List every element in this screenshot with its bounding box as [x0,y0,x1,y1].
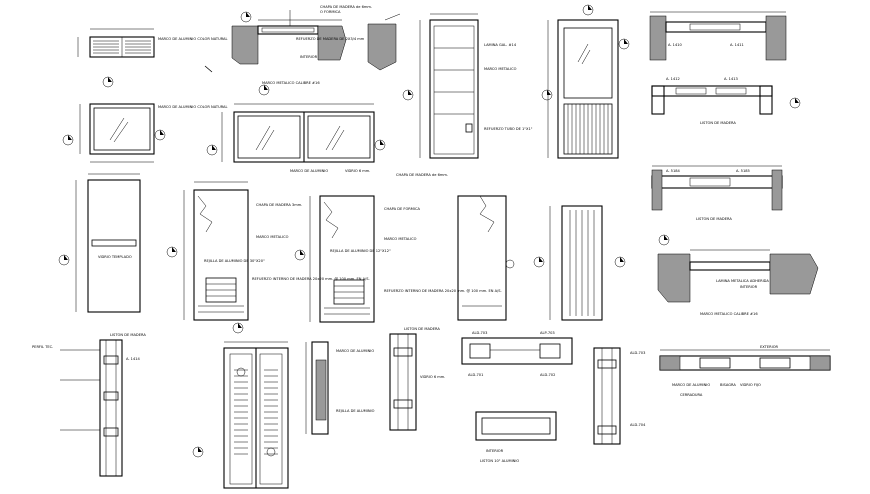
door-head-section-top: CHAPA DE MADERA de 6mm. O FORMICA REFUER… [204,5,372,85]
label-parte-fija: VIDRIO TEMPLADO [98,255,132,259]
louver-vent-elevation: MARCO DE ALUMINIO COLOR NATURAL [77,28,228,88]
vertical-section-left: PERFIL TEC. A. 1414 LISTON DE MADERA [32,333,146,477]
horizontal-section-center: ALD-703 ALP-703 ALD-701 ALD-702 INTERIOR… [461,331,573,463]
label-formica: O FORMICA [320,10,341,14]
code-a1413: A. 1413 [724,77,738,81]
label-perfil: PERFIL TEC. [32,345,53,349]
label-refuerzo: REFUERZO DE MADERA DE 2X3/4 mm [296,37,365,41]
label-chapa-madera: CHAPA DE MADERA de 6mm. [320,5,372,9]
label-chapa-madera-small: CHAPA DE MADERA de 6mm. [396,173,448,177]
door-with-grille-elevation: VIDRIO TEMPLADO [58,173,141,313]
label-refuerzo-int-2: REFUERZO INTERNO DE MADERA 20x20 mm. @ 1… [384,289,502,293]
code-a1411: A. 1411 [730,43,744,47]
code-a1414: A. 1414 [126,357,141,361]
label-vidrio-fijo: VIDRIO FIJO [740,383,761,387]
label-bisagra: BISAGRA [720,383,736,387]
jamb-section-detail-top-right: A. 1410 A. 1411 A. 1412 A. 1413 LISTON D… [649,11,801,125]
vertical-section-middle: LISTON DE MADERA VIDRIO 6 mm. [389,327,445,431]
label-listones-1: LISTON DE MADERA [700,121,736,125]
label-rejilla-3: REJILLA DE ALUMINIO [336,409,375,413]
label-listones-4: LISTON DE MADERA [404,327,440,331]
metal-door-elevation: LAMINA GAL. #14 MARCO METALICO REFUERZO … [402,13,533,159]
code-ald702: ALD-702 [540,373,555,377]
label-refuerzo-int-1: REFUERZO INTERNO DE MADERA 20x20 mm. @ 1… [252,277,370,281]
label-vidrio-6mm: VIDRIO 6 mm. [420,375,445,379]
door-plain-elevation: CHAPA DE MADERA de 6mm. [396,173,515,321]
label-vidrio: VIDRIO 6 mm. [345,169,370,173]
label-interior-2: INTERIOR [740,285,758,289]
label-marco-mid-2: MARCO METALICO [384,237,417,241]
jamb-section-small: MARCO DE ALUMINIO REJILLA DE ALUMINIO [305,341,375,435]
code-a1410: A. 1410 [668,43,683,47]
label-interior: INTERIOR [300,55,318,59]
horizontal-section-bottom-right: EXTERIOR MARCO DE ALUMINIO VIDRIO FIJO B… [659,345,831,397]
label-chapa-3mm: CHAPA DE MADERA 3mm. [256,203,302,207]
label-marco-calibre-2: MARCO METALICO CALIBRE #16 [700,312,758,316]
label-listones-3: LISTON DE MADERA [110,333,146,337]
label-marco-metalico: MARCO METALICO [484,67,517,71]
label-interior-3: INTERIOR [486,449,504,453]
single-window-elevation: MARCO DE ALUMINIO COLOR NATURAL [62,103,228,163]
label-formica-mid: CHAPA DE FORMICA [384,207,420,211]
label-cerradura: CERRADURA [680,393,703,397]
label-marco-aluminio-small: MARCO DE ALUMINIO [336,349,374,353]
label-marco-mid-1: MARCO METALICO [256,235,289,239]
louvered-door-elevation [533,205,626,321]
code-ald703-b: ALD-703 [630,351,645,355]
label-marco-aluminio-window: MARCO DE ALUMINIO [290,169,328,173]
code-a1412: A. 1412 [666,77,680,81]
code-ald701: ALD-701 [468,373,483,377]
double-window-elevation: MARCO DE ALUMINIO VIDRIO 6 mm. [206,84,386,173]
label-vent-frame: MARCO DE ALUMINIO COLOR NATURAL [158,37,228,41]
label-rejilla-2: REJILLA DE ALUMINIO DE 12"X12" [330,249,391,253]
sill-section-right: LAMINA METALICA ADHERIDA INTERIOR MARCO … [657,234,819,316]
door-grille-2-elevation: CHAPA DE FORMICA REJILLA DE ALUMINIO DE … [294,195,502,323]
wall-jamb-section [367,13,401,71]
code-a5184: A. 5184 [666,169,681,173]
code-ald704: ALD-704 [630,423,646,427]
door-grille-1-elevation: CHAPA DE MADERA 3mm. REJILLA DE ALUMINIO… [166,181,370,334]
label-listones-bottom: LISTON 10" ALUMINIO [480,459,519,463]
head-jamb-detail-right: A. 5184 A. 5185 LISTON DE MADERA [651,165,783,221]
code-ald703-a: ALD-703 [472,331,487,335]
double-louvered-door-elevation [192,341,289,489]
label-lamina-metalica: LAMINA METALICA ADHERIDA [716,279,769,283]
code-alp703: ALP-703 [540,331,555,335]
glass-louver-door-elevation [541,4,630,159]
label-listones-2: LISTON DE MADERA [696,217,732,221]
label-lamina: LAMINA GAL. #14 [484,43,517,47]
code-a5185: A. 5185 [736,169,750,173]
label-window-frame: MARCO DE ALUMINIO COLOR NATURAL [158,105,228,109]
label-exterior: EXTERIOR [760,345,779,349]
vertical-section-right: ALD-703 ALD-704 [593,347,646,445]
label-marco-calibre: MARCO METALICO CALIBRE #16 [262,81,320,85]
label-rejilla-1: REJILLA DE ALUMINIO DE 30"X20" [204,259,265,263]
label-refuerzo-tubo: REFUERZO TUBO DE 1"X1" [484,127,533,131]
label-marco-aluminio-bottom: MARCO DE ALUMINIO [672,383,710,387]
